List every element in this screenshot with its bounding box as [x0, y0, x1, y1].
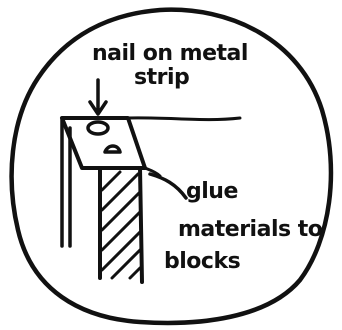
annotation-glue-line1: glue	[186, 179, 238, 204]
annotation-glue-line3: blocks	[164, 249, 241, 274]
metal-strip	[62, 118, 145, 168]
annotation-glue-line2: materials to	[178, 217, 323, 242]
strip-back-edge	[128, 118, 240, 120]
glue-leader-line	[150, 174, 186, 198]
annotation-nail-line2: strip	[134, 65, 189, 90]
nail-hole-top	[88, 122, 108, 134]
annotation-nail-line1: nail on metal	[92, 41, 248, 66]
nail-arrow	[90, 80, 106, 114]
block-hatching	[102, 172, 140, 278]
nail-hole-bottom	[105, 146, 120, 152]
strip-front-edge	[62, 118, 70, 246]
